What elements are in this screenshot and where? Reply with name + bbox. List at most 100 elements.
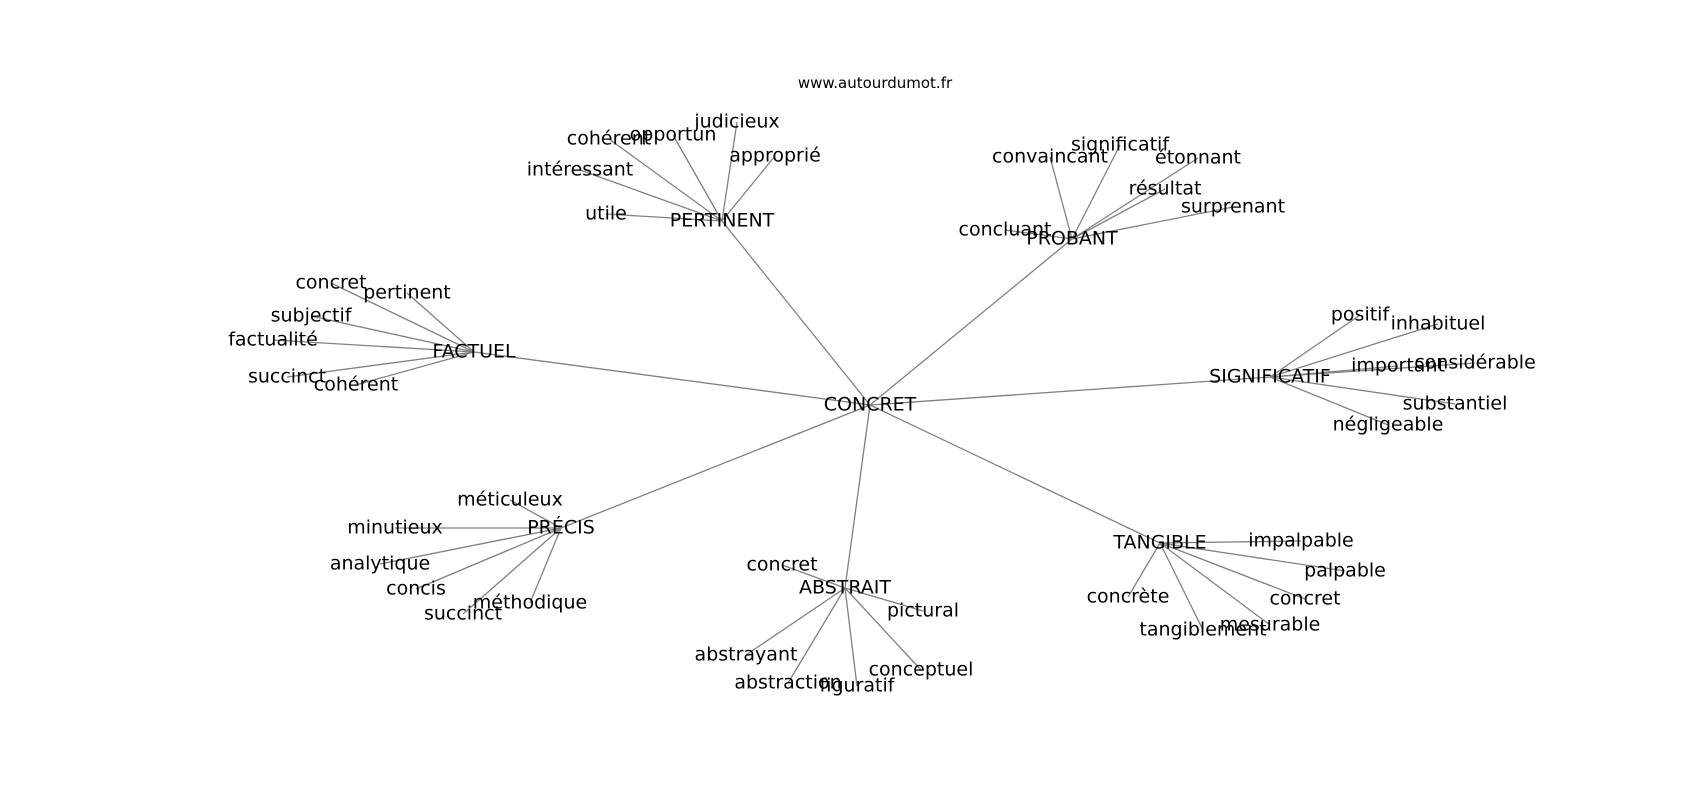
leaf-node[interactable]: méticuleux <box>457 488 563 511</box>
leaf-node[interactable]: factualité <box>228 328 318 351</box>
edge-hub-leaf <box>781 564 846 589</box>
leaf-node[interactable]: approprié <box>729 144 821 167</box>
leaf-node[interactable]: cohérent <box>566 127 652 150</box>
edge-hub-leaf <box>355 351 475 386</box>
edge-center-hub <box>869 238 1073 406</box>
edge-hub-leaf <box>1159 540 1302 544</box>
edge-hub-leaf <box>721 121 738 222</box>
edge-hub-leaf <box>844 587 922 671</box>
leaf-node[interactable]: palpable <box>1304 559 1386 582</box>
leaf-node[interactable]: considérable <box>1414 351 1536 374</box>
edge-hub-leaf <box>310 315 475 353</box>
edge-hub-leaf <box>605 213 723 222</box>
leaf-node[interactable]: abstrayant <box>694 643 798 666</box>
leaf-node[interactable]: étonnant <box>1155 146 1241 169</box>
leaf-node[interactable]: pictural <box>886 599 960 622</box>
leaf-node[interactable]: analytique <box>329 552 431 575</box>
hub-node[interactable]: PROBANT <box>1026 227 1118 250</box>
edge-hub-leaf <box>406 292 475 353</box>
edge-hub-leaf <box>844 587 924 612</box>
leaf-node[interactable]: conceptuel <box>868 658 974 681</box>
edge-hub-leaf <box>844 587 858 687</box>
edge-hub-leaf <box>1159 542 1346 572</box>
leaf-node[interactable]: pertinent <box>363 281 451 304</box>
leaf-node[interactable]: subjectif <box>270 304 352 327</box>
leaf-node[interactable]: tangiblement <box>1139 618 1267 641</box>
hub-node[interactable]: FACTUEL <box>432 340 516 363</box>
hub-node[interactable]: TANGIBLE <box>1113 531 1207 554</box>
leaf-node[interactable]: négligeable <box>1332 413 1444 436</box>
leaf-node[interactable]: utile <box>585 202 627 225</box>
edge-hub-leaf <box>1004 229 1073 240</box>
edge-center-hub <box>844 404 871 589</box>
edge-hub-leaf <box>509 499 562 529</box>
edge-center-hub <box>869 404 1161 544</box>
leaf-node[interactable]: figuratif <box>819 674 895 697</box>
leaf-node[interactable]: concrète <box>1086 585 1170 608</box>
leaf-node[interactable]: cohérent <box>313 373 399 396</box>
leaf-node[interactable]: inhabituel <box>1390 312 1486 335</box>
center-node[interactable]: CONCRET <box>823 393 917 416</box>
leaf-node[interactable]: mesurable <box>1219 613 1321 636</box>
edge-hub-leaf <box>1127 542 1161 598</box>
leaf-node[interactable]: opportun <box>629 123 717 146</box>
edge-hub-leaf <box>1269 314 1361 378</box>
edge-hub-leaf <box>721 155 776 222</box>
edge-hub-leaf <box>1269 376 1389 426</box>
edge-hub-leaf <box>286 351 475 378</box>
leaf-node[interactable]: minutieux <box>347 516 443 539</box>
leaf-node[interactable]: concret <box>1269 587 1341 610</box>
leaf-node[interactable]: intéressant <box>526 158 634 181</box>
hub-node[interactable]: PRÉCIS <box>527 516 595 539</box>
edge-hub-leaf <box>462 527 562 615</box>
edge-hub-leaf <box>1269 362 1476 378</box>
leaf-node[interactable]: concluant <box>958 218 1052 241</box>
edge-hub-leaf <box>330 282 475 353</box>
edge-hub-leaf <box>1159 542 1306 600</box>
hub-node[interactable]: PERTINENT <box>669 209 775 232</box>
leaf-node[interactable]: méthodique <box>472 591 588 614</box>
edge-hub-leaf <box>579 169 723 222</box>
edge-hub-leaf <box>1071 144 1121 240</box>
leaf-node[interactable]: impalpable <box>1248 529 1354 552</box>
edge-hub-leaf <box>1269 376 1456 405</box>
edge-hub-leaf <box>1159 542 1271 626</box>
edge-center-hub <box>869 376 1271 406</box>
edge-hub-leaf <box>672 134 723 222</box>
leaf-node[interactable]: significatif <box>1070 133 1170 156</box>
leaf-node[interactable]: convaincant <box>992 145 1108 168</box>
edge-hub-leaf <box>1269 323 1439 378</box>
edge-hub-leaf <box>1071 157 1199 240</box>
leaf-node[interactable]: résultat <box>1128 177 1202 200</box>
leaf-node[interactable]: succinct <box>247 365 327 388</box>
edge-hub-leaf <box>745 587 846 656</box>
edge-hub-leaf <box>608 138 723 222</box>
edge-center-hub <box>721 220 871 406</box>
edge-hub-leaf <box>787 587 846 684</box>
leaf-node[interactable]: positif <box>1330 303 1390 326</box>
leaf-node[interactable]: abstraction <box>734 671 842 694</box>
edge-hub-leaf <box>1159 542 1204 631</box>
leaf-node[interactable]: surprenant <box>1180 195 1286 218</box>
site-watermark: www.autourdumot.fr <box>797 74 953 92</box>
edge-hub-leaf <box>1071 206 1234 240</box>
edge-hub-leaf <box>1049 156 1073 240</box>
leaf-node[interactable]: concret <box>295 271 367 294</box>
edge-hub-leaf <box>415 527 562 590</box>
leaf-node[interactable]: succinct <box>423 602 503 625</box>
edge-hub-leaf <box>272 339 475 353</box>
edge-hub-leaf <box>379 527 562 565</box>
edge-center-hub <box>473 351 871 406</box>
hub-node[interactable]: SIGNIFICATIF <box>1209 365 1331 388</box>
hub-node[interactable]: ABSTRAIT <box>798 576 892 599</box>
leaf-node[interactable]: concis <box>386 577 446 600</box>
edge-center-hub <box>560 404 871 529</box>
edge-hub-leaf <box>1071 188 1166 240</box>
leaf-node[interactable]: concret <box>746 553 818 576</box>
edge-hub-leaf <box>529 527 562 604</box>
leaf-node[interactable]: substantiel <box>1402 392 1508 415</box>
leaf-node[interactable]: judicieux <box>694 110 780 133</box>
leaf-node[interactable]: important <box>1351 354 1445 377</box>
